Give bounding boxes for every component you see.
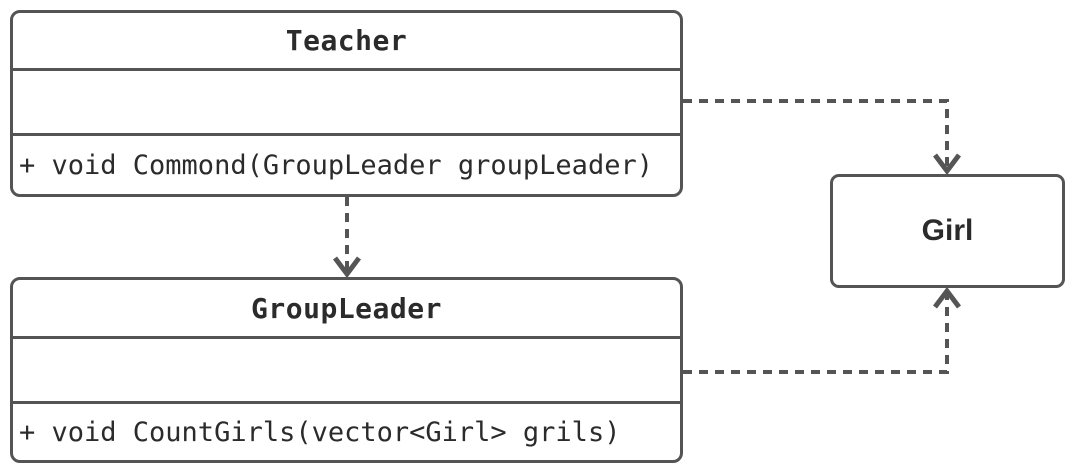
class-methods-groupleader: + void CountGirls(vector<Girl> grils) (19, 416, 621, 448)
class-box-groupleader: GroupLeader + void CountGirls(vector<Gir… (10, 277, 683, 463)
class-title-teacher: Teacher (13, 13, 680, 71)
class-box-girl: Girl (830, 174, 1065, 288)
dependency-arrow-groupleader-to-girl (683, 286, 961, 374)
dependency-arrow-teacher-to-girl (683, 99, 961, 176)
class-box-teacher: Teacher + void Commond(GroupLeader group… (10, 10, 683, 197)
class-title-groupleader: GroupLeader (13, 280, 680, 339)
class-attributes-groupleader (13, 339, 680, 404)
class-attributes-teacher (13, 71, 680, 136)
dependency-arrow-teacher-to-groupleader (333, 197, 361, 279)
class-methods-teacher: + void Commond(GroupLeader groupLeader) (19, 149, 653, 181)
